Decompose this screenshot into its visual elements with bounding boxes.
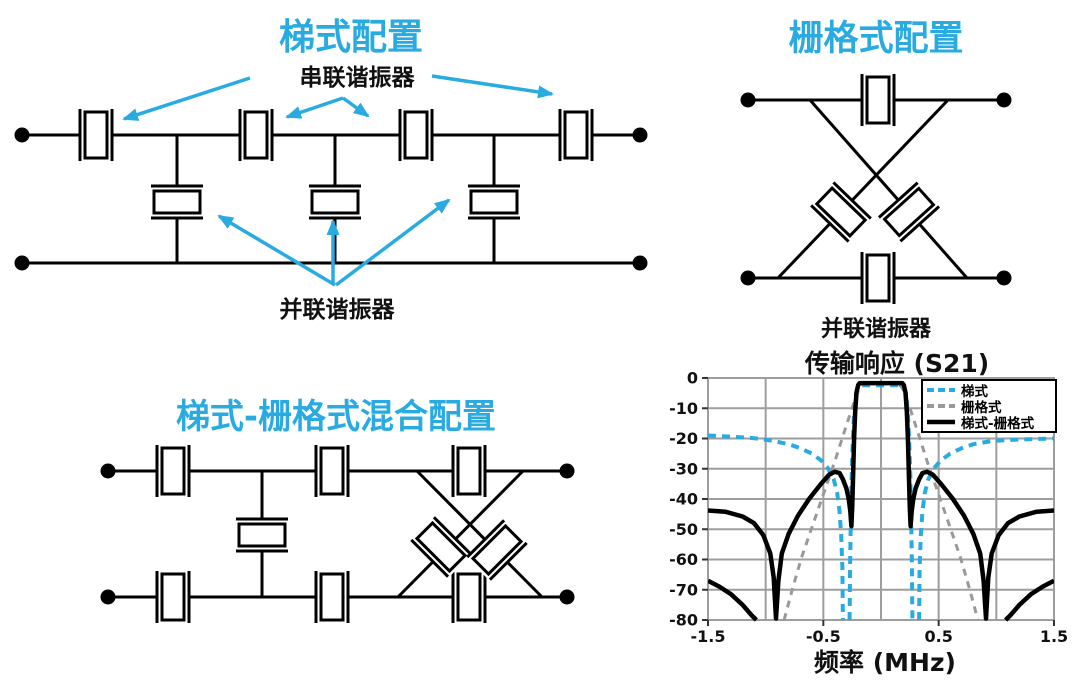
series-curve-1 (782, 381, 980, 621)
legend-label: 栅格式 (961, 400, 1002, 416)
hybrid-title: 梯式-栅格式混合配置 (175, 397, 497, 437)
y-tick-label: -30 (669, 459, 698, 478)
legend-label: 梯式 (961, 384, 988, 400)
lattice-shunt-resonator-label: 并联谐振器 (820, 317, 932, 342)
ladder-circuit (14, 106, 648, 271)
y-tick-label: -20 (669, 429, 698, 448)
x-axis-label: 频率 (MHz) (814, 648, 956, 677)
y-tick-label: -80 (669, 611, 698, 630)
y-tick-label: -70 (669, 580, 698, 599)
lattice-title: 栅格式配置 (788, 19, 964, 59)
y-tick-label: 0 (687, 369, 698, 388)
series-resonator-label: 串联谐振器 (299, 65, 415, 91)
legend-item-1: 栅格式 (926, 398, 1052, 416)
legend-label: 梯式-栅格式 (961, 416, 1035, 432)
ladder-title: 梯式配置 (278, 17, 424, 58)
legend-swatch-solid-line-icon (927, 419, 955, 425)
y-tick-label: -40 (669, 490, 698, 509)
lattice-circuit (740, 71, 1012, 307)
hybrid-circuit (100, 442, 575, 626)
chart-title: 传输响应 (S21) (804, 349, 990, 378)
series-curve-2 (708, 380, 1054, 621)
x-tick-label: -0.5 (806, 627, 841, 646)
series-curve-0 (917, 436, 1054, 621)
y-tick-label: -50 (669, 520, 698, 539)
series-curve-2 (708, 578, 758, 622)
ladder-shunt-resonator-label: 并联谐振器 (279, 297, 395, 323)
annotation-arrows (122, 74, 554, 287)
series-curve-0 (708, 433, 845, 621)
series-curve-2 (1004, 578, 1054, 622)
y-tick-label: -10 (669, 399, 698, 418)
x-tick-label: 1.5 (1040, 627, 1068, 646)
x-tick-label: 0.5 (924, 627, 952, 646)
legend-item-0: 梯式 (926, 382, 1052, 400)
legend-swatch-dashed-line-icon (927, 404, 955, 408)
legend-item-2: 梯式-栅格式 (926, 414, 1052, 432)
x-tick-label: -1.5 (691, 627, 726, 646)
y-tick-label: -60 (669, 550, 698, 569)
legend: 梯式栅格式梯式-栅格式 (921, 379, 1057, 433)
legend-swatch-dashed-line-icon (927, 388, 955, 392)
